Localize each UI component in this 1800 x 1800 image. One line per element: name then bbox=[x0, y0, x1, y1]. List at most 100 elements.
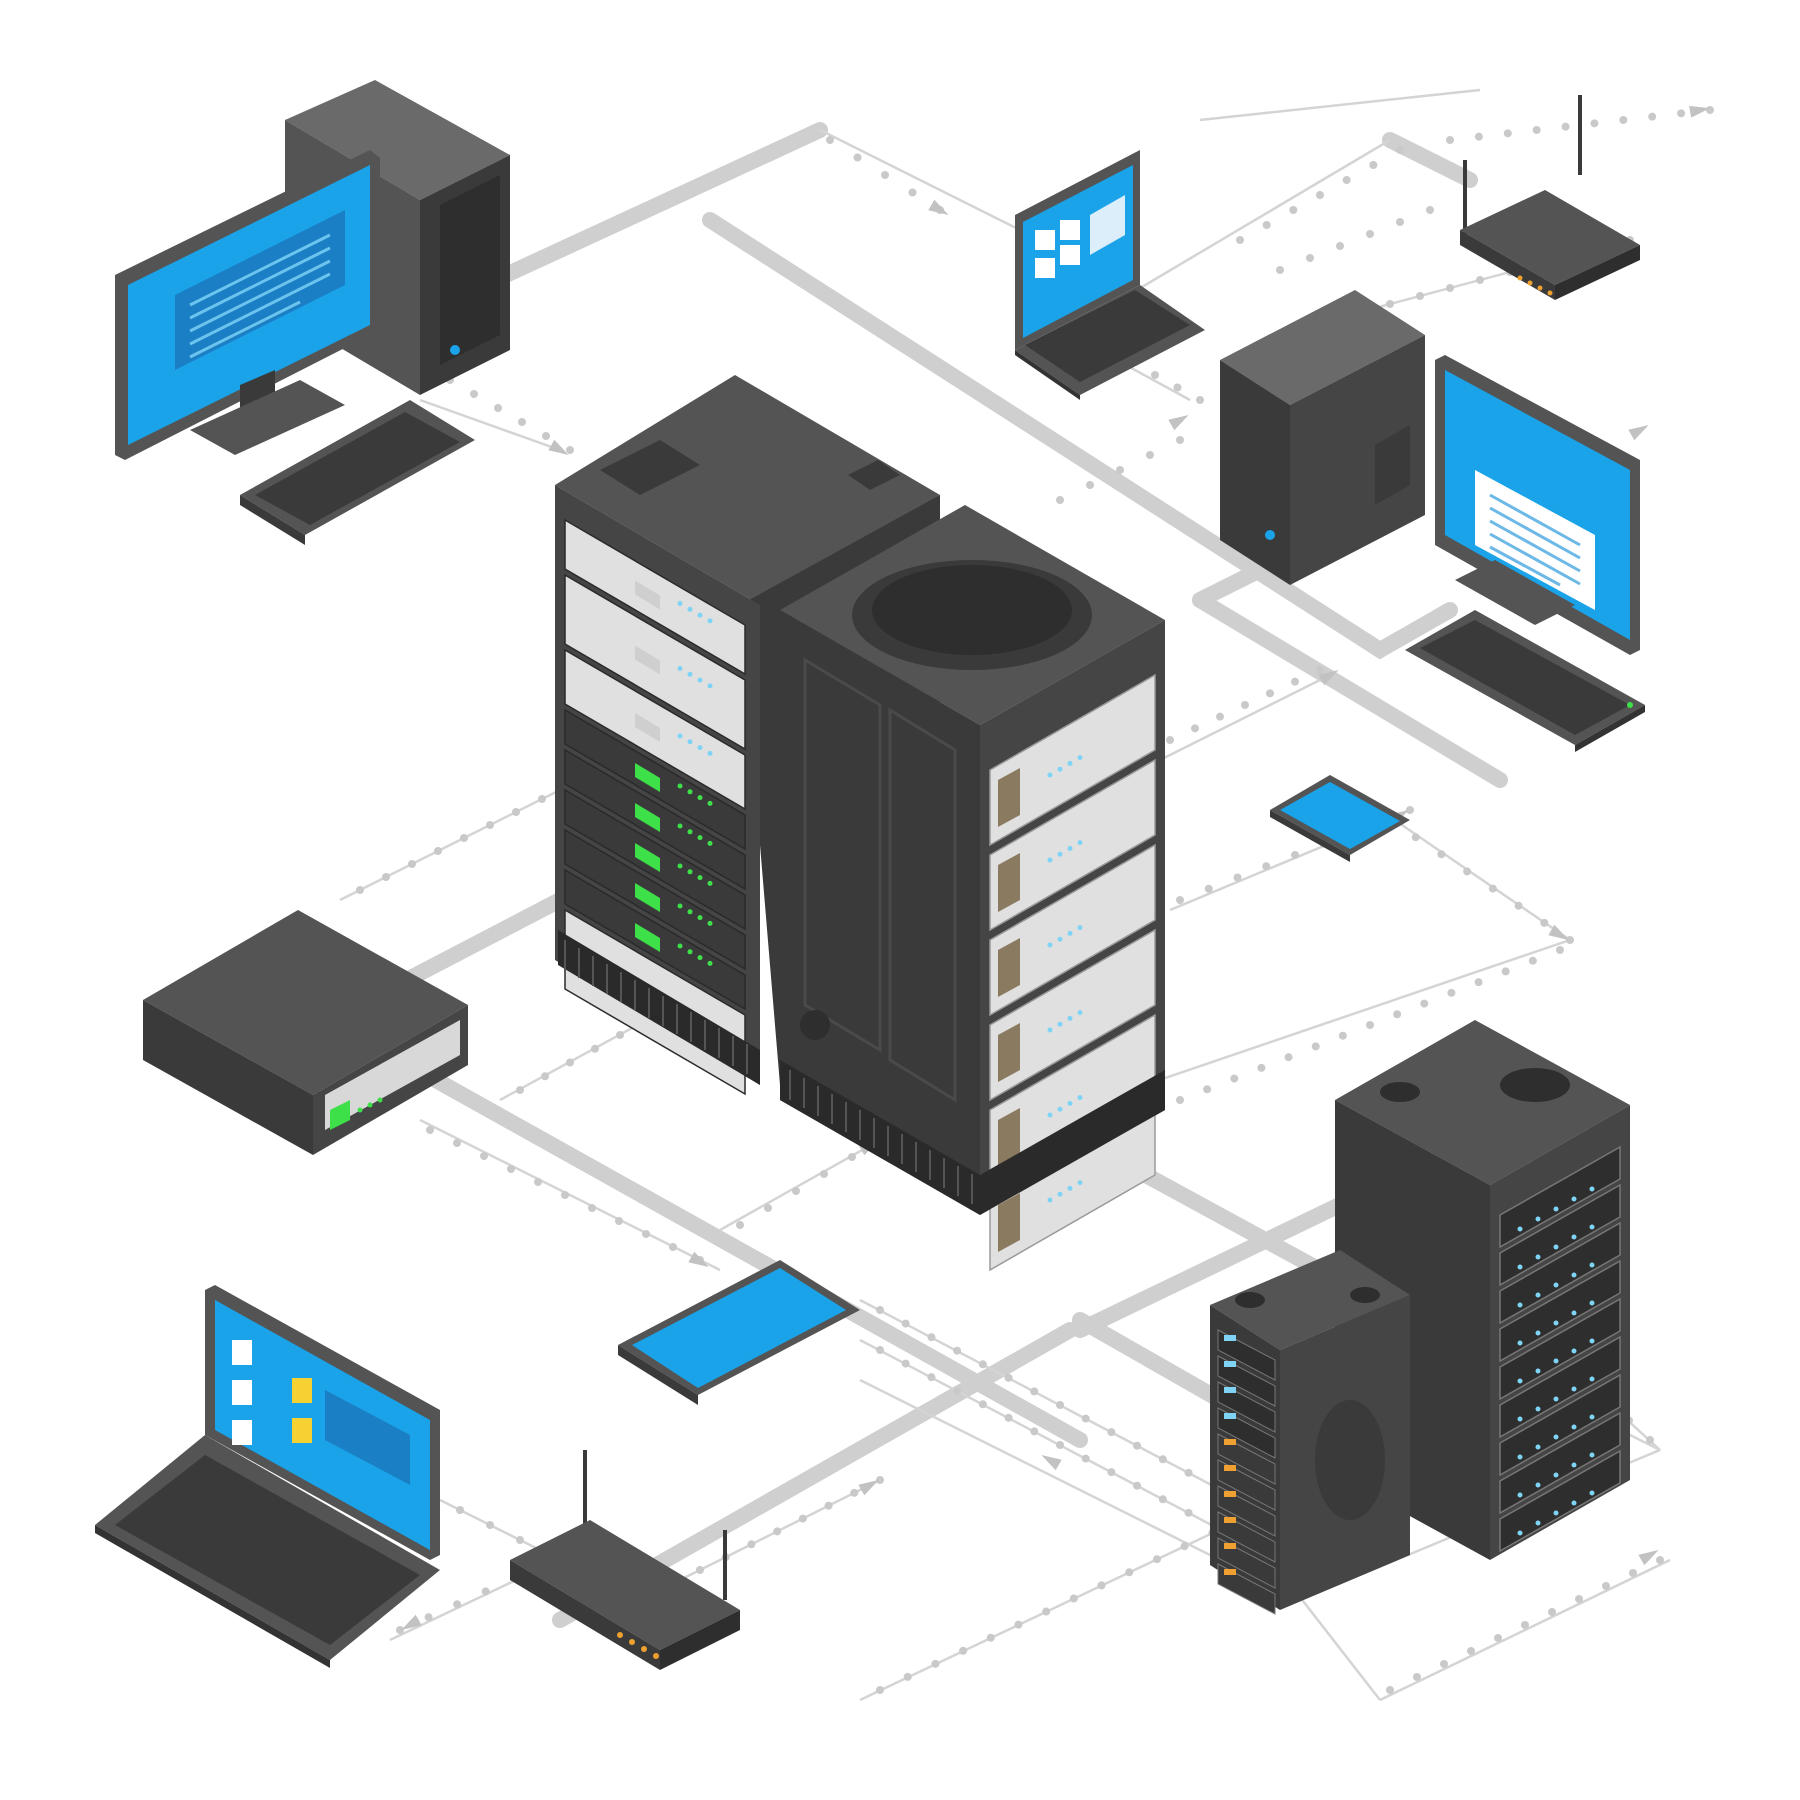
wire-dot bbox=[824, 1501, 833, 1510]
wire-dot bbox=[1528, 956, 1537, 965]
status-led bbox=[1571, 1272, 1577, 1278]
status-led bbox=[687, 606, 693, 612]
wire-dot bbox=[1133, 1441, 1142, 1450]
wire-dot bbox=[434, 847, 442, 855]
status-led bbox=[1224, 1335, 1236, 1341]
wire-dot bbox=[1262, 221, 1271, 229]
wire-dot bbox=[1184, 1508, 1193, 1517]
status-display bbox=[635, 713, 660, 742]
wire-dot bbox=[1413, 1673, 1421, 1681]
wire-dot bbox=[1233, 873, 1242, 882]
wire-dot bbox=[1342, 176, 1351, 184]
status-led bbox=[1553, 1244, 1559, 1250]
status-led bbox=[1067, 930, 1073, 936]
status-led bbox=[687, 789, 693, 795]
wire-dot bbox=[538, 795, 546, 803]
wire-dot bbox=[1566, 936, 1574, 944]
status-led bbox=[677, 863, 683, 869]
wire-dot bbox=[1311, 1042, 1320, 1051]
wire-dot bbox=[1014, 1620, 1023, 1629]
status-led bbox=[1067, 1015, 1073, 1021]
wire-dot bbox=[1463, 867, 1472, 876]
wire-dot bbox=[382, 873, 390, 881]
status-led bbox=[1553, 1358, 1559, 1364]
status-led bbox=[1067, 1185, 1073, 1191]
wire-dot bbox=[669, 1243, 677, 1251]
wire-arrow bbox=[401, 1614, 422, 1630]
status-led bbox=[1057, 1106, 1063, 1112]
status-led bbox=[1047, 857, 1053, 863]
wire-dot bbox=[1176, 896, 1184, 904]
wire-dot bbox=[1656, 1556, 1664, 1564]
status-led bbox=[707, 960, 713, 966]
status-led bbox=[677, 666, 683, 671]
server-unit bbox=[1217, 1537, 1276, 1589]
wire-dot bbox=[481, 1587, 490, 1596]
wire-dot bbox=[1474, 132, 1483, 141]
status-led bbox=[1589, 1300, 1595, 1306]
server-unit bbox=[1499, 1335, 1621, 1439]
wire-dot bbox=[931, 1659, 940, 1668]
wire-dot bbox=[396, 1626, 404, 1634]
wire-dot bbox=[534, 1178, 542, 1186]
wire-dot bbox=[1133, 1481, 1142, 1490]
wire-dot bbox=[1107, 1468, 1116, 1477]
server-unit bbox=[1217, 1355, 1276, 1407]
wire-dot bbox=[616, 1031, 624, 1039]
wire-dot bbox=[1004, 1373, 1013, 1382]
status-led bbox=[1517, 1416, 1523, 1422]
wire-dot bbox=[1396, 218, 1404, 226]
wire-arrow bbox=[1638, 1550, 1659, 1566]
wire-dot bbox=[1030, 1387, 1039, 1396]
status-led bbox=[1535, 1254, 1541, 1260]
wire-dot bbox=[516, 1536, 524, 1544]
wire-dot bbox=[1236, 236, 1244, 244]
wire-arrow bbox=[1548, 924, 1569, 940]
status-led bbox=[707, 750, 713, 756]
status-led bbox=[677, 823, 683, 829]
wire-dot bbox=[1030, 1427, 1039, 1436]
wire-dot bbox=[1146, 451, 1154, 459]
server-unit bbox=[1499, 1183, 1621, 1287]
link-line bbox=[719, 1138, 881, 1232]
wire-dot bbox=[848, 1153, 856, 1161]
wire-dot bbox=[1561, 122, 1570, 131]
wire-dot bbox=[1648, 112, 1657, 121]
server-unit bbox=[1499, 1259, 1621, 1363]
wire-dot bbox=[1257, 1063, 1266, 1072]
status-led bbox=[707, 920, 713, 926]
status-display bbox=[635, 843, 660, 872]
status-led bbox=[1077, 1010, 1083, 1016]
wire-dot bbox=[1086, 481, 1094, 489]
wire-dot bbox=[1056, 1441, 1064, 1449]
status-led bbox=[677, 601, 683, 606]
status-led bbox=[697, 795, 703, 801]
wire-dot bbox=[1316, 666, 1324, 674]
server-unit bbox=[1499, 1145, 1621, 1249]
wire-dot bbox=[1097, 1581, 1106, 1590]
wire-dot bbox=[1291, 851, 1299, 859]
status-led bbox=[1589, 1414, 1595, 1420]
status-led bbox=[697, 955, 703, 961]
wire-dot bbox=[507, 1165, 515, 1173]
server-unit bbox=[989, 843, 1156, 1017]
status-led bbox=[697, 677, 703, 683]
wire-dot bbox=[588, 1204, 596, 1212]
wifi-router-icon bbox=[510, 1450, 740, 1670]
status-led bbox=[677, 783, 683, 789]
status-led bbox=[707, 840, 713, 846]
wire-dot bbox=[876, 1476, 884, 1484]
wire-dot bbox=[480, 1152, 488, 1160]
wire-dot bbox=[1474, 978, 1483, 987]
wire-arrow bbox=[1628, 425, 1649, 441]
wire-dot bbox=[1196, 396, 1204, 404]
wire-dot bbox=[850, 1488, 859, 1497]
wire-dot bbox=[1494, 1634, 1502, 1642]
wire-dot bbox=[566, 446, 574, 454]
wire-dot bbox=[978, 1360, 987, 1369]
wire-dot bbox=[561, 1191, 569, 1199]
wire-dot bbox=[1440, 1660, 1448, 1668]
status-led bbox=[1047, 1197, 1053, 1203]
wire-dot bbox=[541, 1072, 549, 1081]
status-display bbox=[635, 645, 660, 675]
